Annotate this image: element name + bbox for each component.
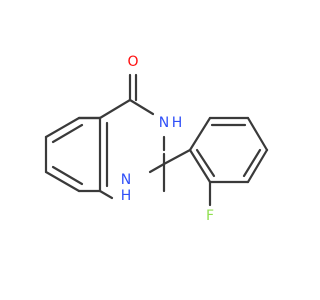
bond — [246, 116, 269, 152]
bond — [242, 148, 262, 178]
bond — [44, 170, 81, 193]
bond — [246, 148, 269, 184]
bond — [188, 148, 212, 184]
bond — [162, 148, 192, 166]
bond — [98, 98, 132, 120]
oxygen-label: O — [127, 54, 138, 70]
nh-amide-h-label: H — [172, 115, 183, 131]
bond — [44, 116, 81, 139]
nh-amine-h-label: H — [121, 188, 132, 204]
bond — [51, 165, 84, 186]
nh-amide-n-label: N — [159, 115, 169, 131]
bond — [51, 123, 84, 144]
atom-labels: O N H N H F — [121, 54, 214, 224]
bond — [98, 189, 114, 200]
bonds — [44, 73, 269, 207]
molecule-structure: O N H N H F — [44, 54, 269, 224]
bond — [188, 116, 212, 152]
bond — [128, 98, 155, 116]
fluorine-label: F — [206, 208, 214, 224]
nh-amine-n-label: N — [121, 172, 131, 188]
bond — [148, 162, 166, 174]
bond — [195, 148, 216, 178]
